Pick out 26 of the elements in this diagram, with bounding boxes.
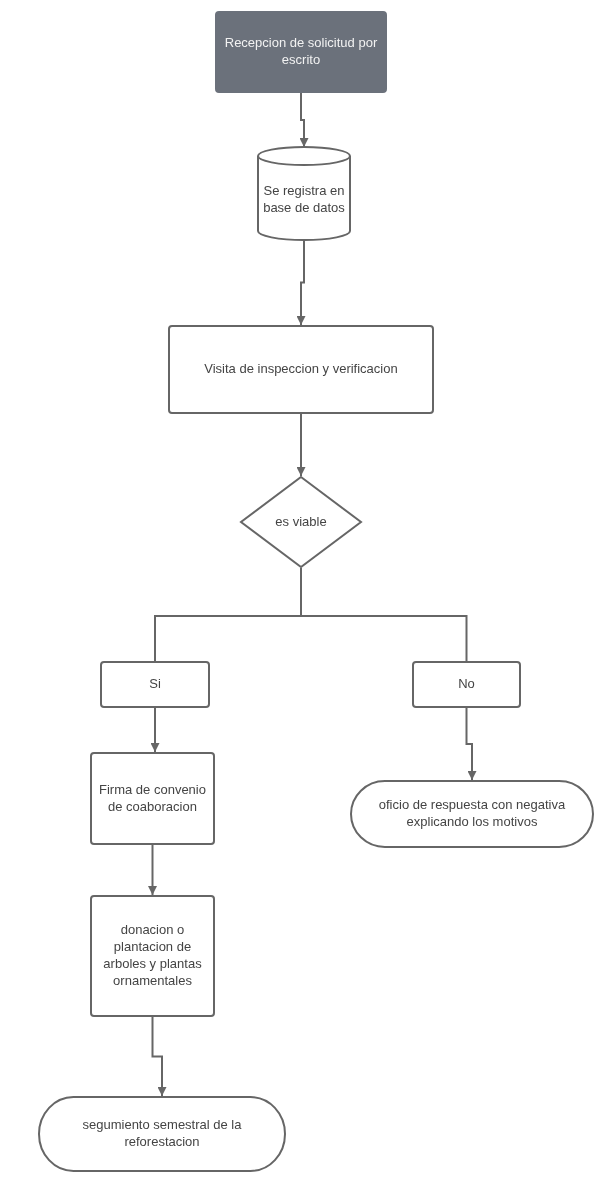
arrow xyxy=(465,707,477,781)
node-label: segumiento semestral de la reforestacion xyxy=(81,1117,243,1151)
node-label: Se registra en base de datos xyxy=(262,182,346,217)
process-box xyxy=(412,661,521,708)
node-label: No xyxy=(458,676,475,693)
arrow xyxy=(151,1016,167,1097)
process-box xyxy=(90,752,215,845)
process-box xyxy=(90,895,215,1017)
arrow xyxy=(148,844,157,896)
node-label: Firma de convenio de coaboracion xyxy=(98,781,207,816)
decision-diamond xyxy=(240,476,362,568)
database-cylinder xyxy=(257,147,351,240)
arrow xyxy=(296,239,306,326)
process-box xyxy=(100,661,210,708)
node-label: Si xyxy=(149,676,161,693)
node-label: oficio de respuesta con negativa explicando los motivos xyxy=(377,797,567,831)
arrow xyxy=(150,707,160,753)
arrow xyxy=(296,413,306,477)
process-box xyxy=(168,325,434,414)
node-label: Recepcion de solicitud por escrito xyxy=(223,35,379,69)
node-label: donacion o plantacion de arboles y plantas ornamentales xyxy=(102,922,203,990)
node-label: es viable xyxy=(275,513,327,531)
process-box xyxy=(215,11,387,93)
arrow xyxy=(299,92,309,148)
node-label: Visita de inspeccion y verificacion xyxy=(204,361,398,378)
connector-line xyxy=(300,567,468,662)
